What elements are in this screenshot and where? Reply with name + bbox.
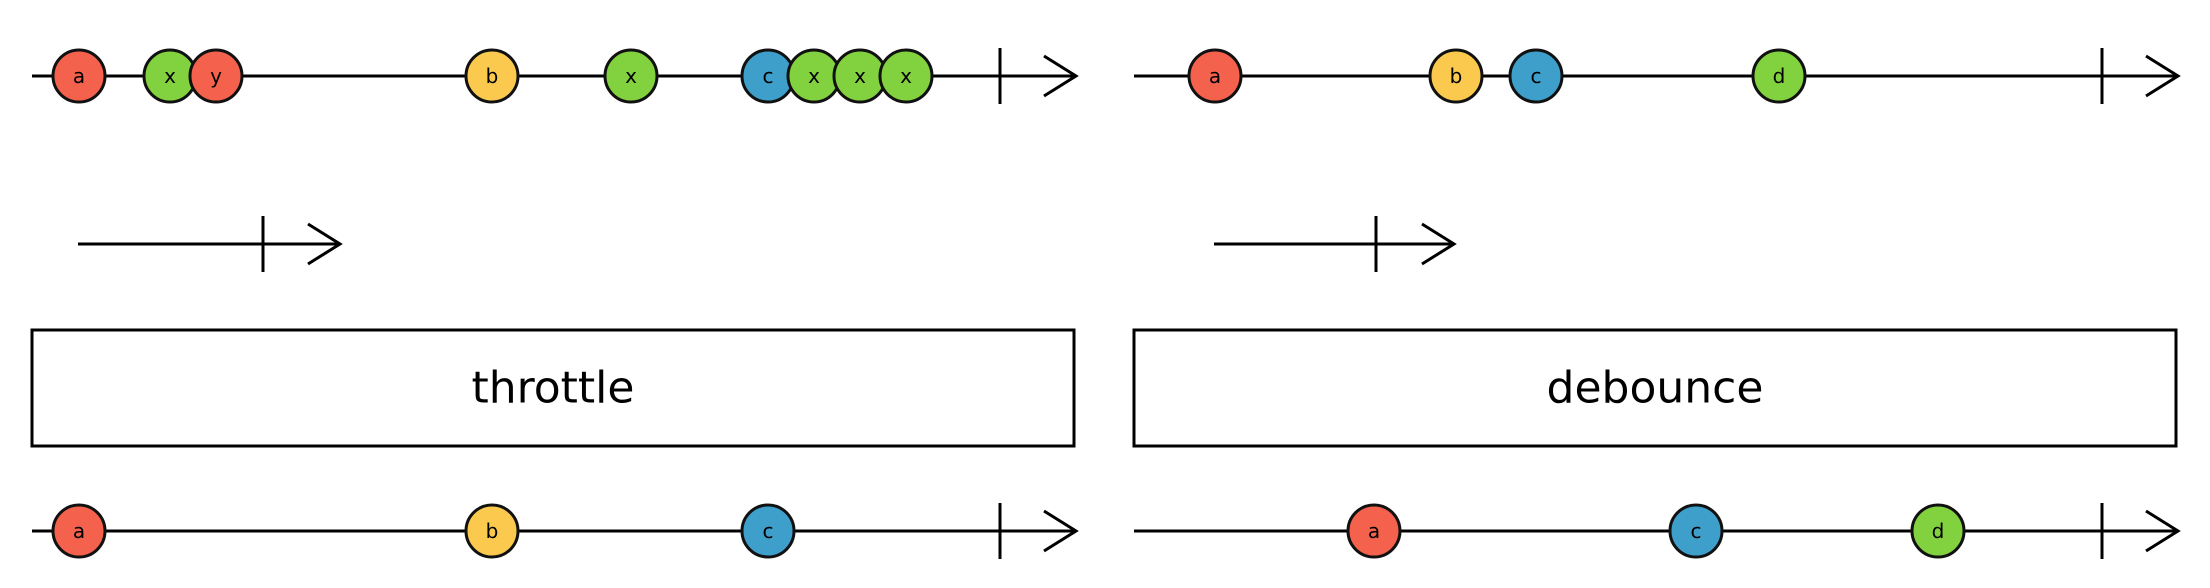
marble-label: a	[1209, 64, 1221, 88]
marble-circle	[878, 48, 934, 104]
marble-label: b	[486, 64, 499, 88]
marble-circle	[1187, 48, 1243, 104]
duration-arrow-icon	[307, 222, 343, 266]
marble-label: c	[763, 519, 774, 543]
marble-circle	[1668, 503, 1724, 559]
timeline-arrow-icon	[2145, 54, 2181, 98]
marble-label: c	[1531, 64, 1542, 88]
marble: x	[786, 48, 842, 104]
marble-label: y	[210, 64, 222, 88]
marble: b	[464, 48, 520, 104]
marble-circle	[51, 48, 107, 104]
marble-label: d	[1932, 519, 1945, 543]
debounce-duration-timeline	[1214, 216, 1457, 272]
throttle-operator-box: throttle	[30, 328, 1076, 448]
throttle-input-timeline: a x y b x c x	[32, 48, 1079, 104]
marble: c	[740, 48, 796, 104]
marble: c	[1668, 503, 1724, 559]
marble-circle	[1428, 48, 1484, 104]
marble-circle	[1751, 48, 1807, 104]
marble: x	[832, 48, 888, 104]
operator-label: throttle	[472, 363, 635, 414]
marble-label: x	[164, 64, 176, 88]
timeline-arrow-icon	[1043, 54, 1079, 98]
marble-label: a	[1368, 519, 1380, 543]
marble: c	[740, 503, 796, 559]
marble-circle	[603, 48, 659, 104]
marble-circle	[188, 48, 244, 104]
operator-box	[30, 328, 1076, 448]
marble: a	[1187, 48, 1243, 104]
marble: c	[1508, 48, 1564, 104]
operator-label: debounce	[1547, 363, 1764, 414]
marble: d	[1751, 48, 1807, 104]
marble-circle	[740, 503, 796, 559]
marble-label: c	[1691, 519, 1702, 543]
debounce-operator-box: debounce	[1132, 328, 2178, 448]
marble-label: c	[763, 64, 774, 88]
marble-circle	[1346, 503, 1402, 559]
marble-circle	[464, 503, 520, 559]
debounce-output-timeline: a c d	[1134, 503, 2181, 559]
marble-circle	[51, 503, 107, 559]
marble: x	[878, 48, 934, 104]
marble-circle	[1508, 48, 1564, 104]
marble: x	[142, 48, 198, 104]
debounce-input-timeline: a b c d	[1134, 48, 2181, 104]
timeline-arrow-icon	[1043, 509, 1079, 553]
marble-circle	[1910, 503, 1966, 559]
marble: b	[1428, 48, 1484, 104]
timeline-arrow-icon	[2145, 509, 2181, 553]
marble-label: x	[900, 64, 912, 88]
duration-arrow-icon	[1421, 222, 1457, 266]
throttle-duration-timeline	[78, 216, 343, 272]
marble-label: x	[854, 64, 866, 88]
marble-label: x	[808, 64, 820, 88]
marble-label: b	[486, 519, 499, 543]
marble-label: b	[1450, 64, 1463, 88]
marble: y	[188, 48, 244, 104]
marble: a	[51, 503, 107, 559]
operator-box	[1132, 328, 2178, 448]
marble-label: d	[1773, 64, 1786, 88]
marble-label: x	[625, 64, 637, 88]
marble-label: a	[73, 64, 85, 88]
marble: a	[1346, 503, 1402, 559]
marble: x	[603, 48, 659, 104]
marble: a	[51, 48, 107, 104]
throttle-panel: a x y b x c x	[30, 48, 1079, 559]
marble-circle	[464, 48, 520, 104]
throttle-output-timeline: a b c	[32, 503, 1079, 559]
debounce-panel: a b c d debounce	[1132, 48, 2181, 559]
marble-label: a	[73, 519, 85, 543]
marble: b	[464, 503, 520, 559]
marble: d	[1910, 503, 1966, 559]
